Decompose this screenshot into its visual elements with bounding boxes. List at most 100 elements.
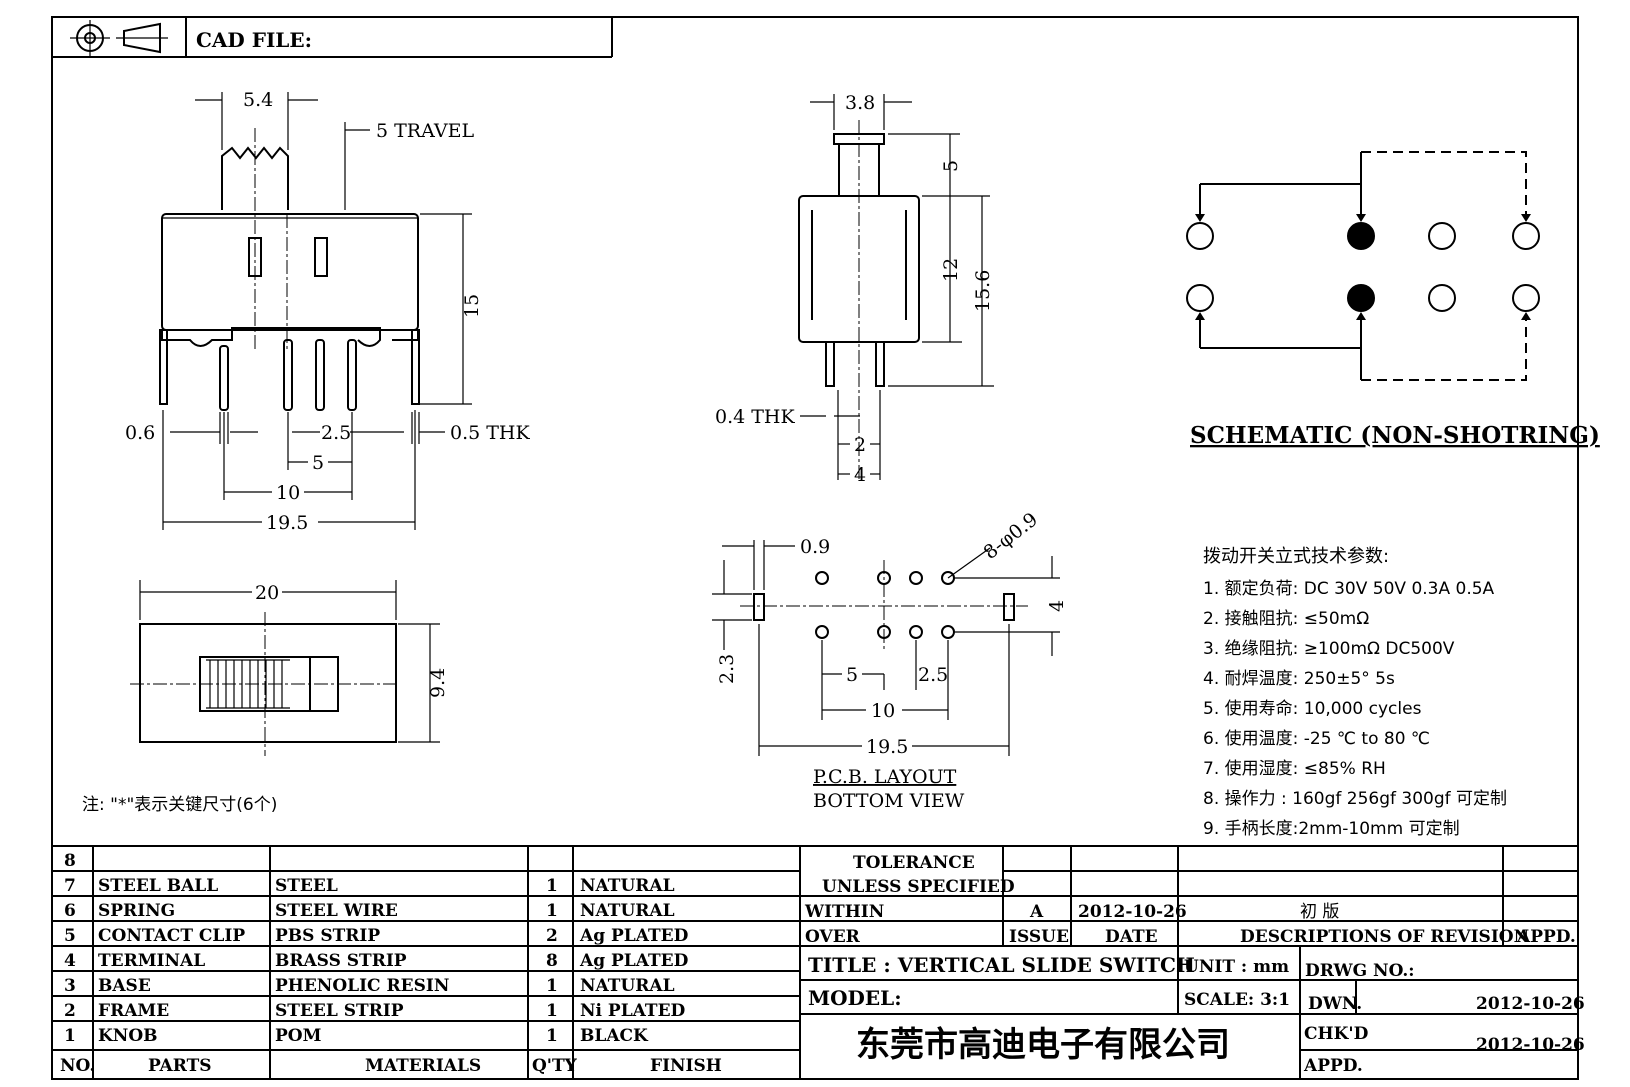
spec-heading: 拨动开关立式技术参数:	[1203, 546, 1389, 567]
bom-table	[52, 845, 1578, 1079]
bom-cell-material: PBS STRIP	[275, 926, 380, 946]
bom-cell-material: STEEL	[275, 876, 338, 896]
contact-common-bottom-icon	[1347, 284, 1375, 312]
bom-cell-finish: Ag PLATED	[579, 951, 689, 971]
bom-header-finish: FINISH	[650, 1056, 722, 1076]
over-label: OVER	[805, 927, 861, 947]
title-block: TOLERANCE UNLESS SPECIFIED WITHIN OVER A…	[800, 846, 1585, 1079]
dim-body-height: 12	[940, 258, 962, 282]
contact-common-top-icon	[1347, 222, 1375, 250]
contact-5-icon	[1186, 284, 1214, 312]
dim-pcb-pitch-10: 10	[871, 700, 895, 722]
revision-description: 初 版	[1300, 902, 1339, 922]
bom-header-no: NO.	[60, 1056, 95, 1076]
bom-cell-part: TERMINAL	[98, 951, 205, 971]
dim-thickness: 0.5 THK	[450, 422, 530, 444]
contact-7-icon	[1428, 284, 1456, 312]
revision-letter: A	[1029, 902, 1044, 922]
bom-cell-finish: Ni PLATED	[580, 1001, 686, 1021]
checked-label: CHK'D	[1304, 1024, 1369, 1044]
descriptions-of-revision-label: DESCRIPTIONS OF REVISION	[1240, 927, 1529, 947]
bom-cell-qty: 1	[546, 876, 558, 896]
bom-cell-no: 3	[64, 976, 76, 996]
contact-4-icon	[1512, 222, 1540, 250]
bom-cell-qty: 1	[546, 1001, 558, 1021]
dim-pcb-pitch-5: 5	[846, 664, 858, 686]
bom-cell-part: SPRING	[98, 901, 175, 921]
bom-cell-qty: 1	[546, 901, 558, 921]
bom-cell-material: STEEL WIRE	[275, 901, 398, 921]
contact-3-icon	[1428, 222, 1456, 250]
bom-cell-material: PHENOLIC RESIN	[275, 976, 449, 996]
bom-cell-no: 2	[64, 1001, 76, 1021]
bom-cell-qty: 1	[546, 1026, 558, 1046]
drawing-title: TITLE : VERTICAL SLIDE SWITCH	[808, 953, 1195, 977]
bom-header-parts: PARTS	[148, 1056, 212, 1076]
bom-cell-material: STEEL STRIP	[275, 1001, 404, 1021]
within-label: WITHIN	[804, 902, 884, 922]
dim-pcb-overall: 19.5	[866, 736, 908, 758]
side-view: 3.8 5 12 15.6 0.4 THK 2 4	[715, 92, 994, 486]
front-view: 5.4 5 TRAVEL 15 0.6 2.5 0.5 THK 5 10 19.…	[125, 89, 530, 534]
dim-length: 20	[255, 582, 279, 604]
contact-8-icon	[1512, 284, 1540, 312]
dim-thickness-side: 0.4 THK	[715, 406, 795, 428]
model-label: MODEL:	[808, 986, 902, 1010]
pcb-title: P.C.B. LAYOUT	[813, 766, 957, 788]
schematic-title: SCHEMATIC (NON-SHOTRING)	[1190, 422, 1600, 449]
bom-cell-no: 5	[64, 926, 76, 946]
bom-cell-qty: 8	[546, 951, 558, 971]
note-text: 注: "*"表示关键尺寸(6个)	[82, 795, 277, 815]
bom-cell-qty: 1	[546, 976, 558, 996]
spec-item: 3. 绝缘阻抗: ≥100mΩ DC500V	[1203, 639, 1455, 659]
company-name: 东莞市高迪电子有限公司	[856, 1025, 1230, 1065]
contact-1-icon	[1186, 222, 1214, 250]
bom-cell-part: CONTACT CLIP	[98, 926, 245, 946]
dim-knob-width: 5.4	[243, 89, 273, 111]
spec-item: 4. 耐焊温度: 250±5° 5s	[1203, 669, 1395, 689]
dim-pcb-pitch-25: 2.5	[918, 664, 948, 686]
bom-header-materials: MATERIALS	[365, 1056, 481, 1076]
spec-item: 9. 手柄长度:2mm-10mm 可定制	[1203, 819, 1460, 839]
scale-label: SCALE: 3:1	[1184, 990, 1290, 1010]
bom-cell-no: 4	[64, 951, 76, 971]
header-box: CAD FILE:	[52, 17, 613, 58]
dim-knob-width-side: 3.8	[845, 92, 875, 114]
bom-cell-part: BASE	[98, 976, 151, 996]
top-view: 20 9.4	[130, 580, 449, 756]
approved-label: APPD.	[1303, 1056, 1363, 1076]
dim-slot-height: 2.3	[716, 654, 738, 684]
cad-file-label: CAD FILE:	[196, 28, 312, 52]
bom-cell-no: 6	[64, 901, 76, 921]
schematic: SCHEMATIC (NON-SHOTRING)	[1186, 151, 1600, 449]
bom-cell-no: 8	[64, 851, 76, 871]
dim-slot-width: 0.9	[800, 536, 830, 558]
dim-holes: 8-φ0.9	[980, 508, 1042, 564]
drawing-number-label: DRWG NO.:	[1305, 961, 1415, 981]
bom-cell-part: KNOB	[98, 1026, 158, 1046]
dim-travel: 5 TRAVEL	[376, 120, 474, 142]
projection-symbol-icon	[70, 20, 168, 56]
dim-overall-height: 15.6	[972, 270, 994, 312]
bom-cell-part: FRAME	[98, 1001, 169, 1021]
drawn-date: 2012-10-26	[1476, 994, 1585, 1014]
spec-item: 1. 额定负荷: DC 30V 50V 0.3A 0.5A	[1203, 579, 1495, 599]
dim-pitch-5: 5	[312, 452, 324, 474]
spec-list: 拨动开关立式技术参数: 1. 额定负荷: DC 30V 50V 0.3A 0.5…	[1203, 546, 1507, 839]
dim-pin-gap: 2	[854, 434, 866, 456]
spec-item: 5. 使用寿命: 10,000 cycles	[1203, 698, 1422, 719]
unless-specified-label: UNLESS SPECIFIED	[822, 877, 1015, 897]
dim-pitch-10: 10	[276, 482, 300, 504]
dim-pin-span: 4	[854, 464, 866, 486]
revision-date: 2012-10-26	[1078, 902, 1187, 922]
dim-pitch-small: 2.5	[321, 422, 351, 444]
dim-knob-height: 5	[940, 160, 962, 172]
bom-cell-finish: NATURAL	[580, 976, 675, 996]
bom-cell-no: 1	[64, 1026, 76, 1046]
spec-item: 2. 接触阻抗: ≤50mΩ	[1203, 609, 1369, 629]
bom-cell-finish: NATURAL	[580, 876, 675, 896]
checked-date: 2012-10-26	[1476, 1035, 1585, 1055]
issue-label: ISSUE	[1009, 927, 1069, 947]
